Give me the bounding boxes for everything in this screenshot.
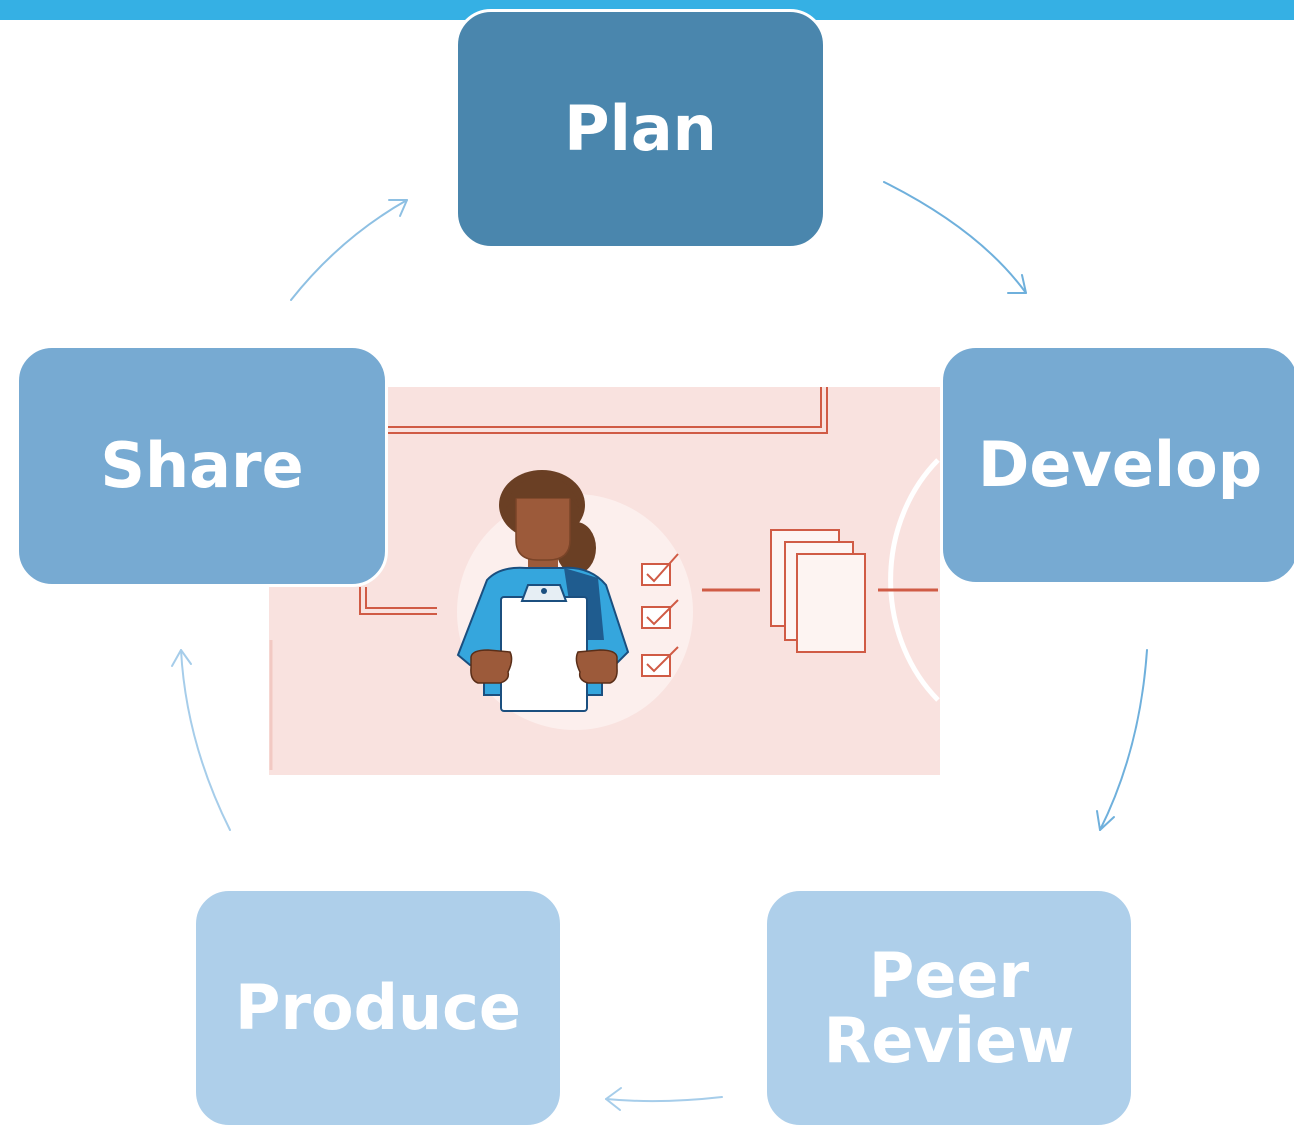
arrow-review-to-produce — [605, 1087, 723, 1111]
arrow-plan-to-develop — [883, 181, 1027, 294]
share-node: Share — [16, 345, 388, 587]
peer-review-node: Peer Review — [764, 888, 1134, 1128]
arrow-develop-to-review — [1096, 649, 1148, 831]
peer-review-label: Peer Review — [823, 938, 1075, 1077]
arrow-share-to-plan — [290, 199, 408, 301]
share-label: Share — [100, 429, 304, 503]
plan-node: Plan — [455, 9, 826, 249]
develop-label: Develop — [977, 428, 1263, 502]
plan-label: Plan — [564, 92, 717, 166]
produce-node: Produce — [193, 888, 563, 1128]
produce-label: Produce — [235, 971, 521, 1045]
document-stack-icon — [770, 529, 866, 653]
person-with-clipboard-icon — [456, 470, 630, 712]
checklist-icon — [641, 553, 679, 677]
arrow-produce-to-share — [171, 649, 231, 831]
develop-node: Develop — [940, 345, 1294, 585]
